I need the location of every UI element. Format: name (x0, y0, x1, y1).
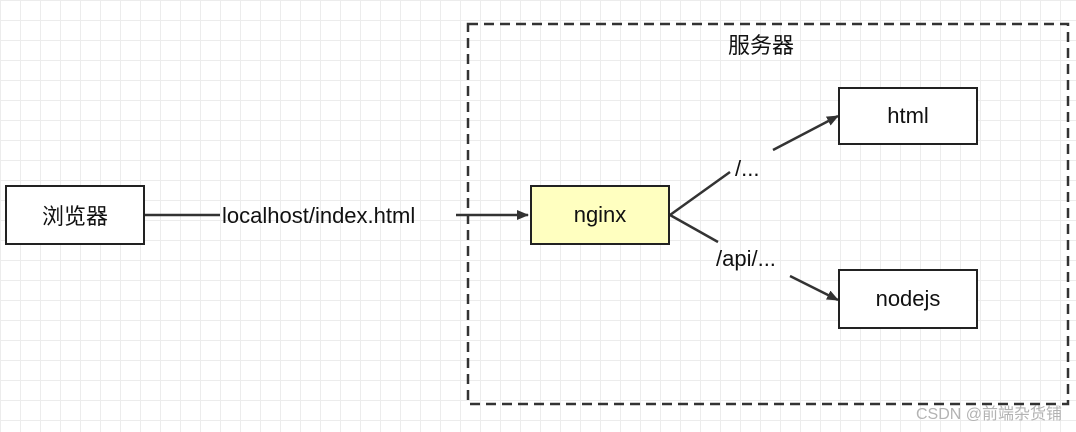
html-node-label: html (887, 103, 929, 128)
edge-nginx-nodejs-segment2 (789, 274, 839, 302)
edge-nginx-nodejs-segment1 (669, 213, 719, 244)
edge-label-browser-nginx: localhost/index.html (222, 203, 416, 228)
edge-nginx-html-segment2 (772, 114, 839, 152)
watermark-text: CSDN @前端杂货铺 (915, 406, 1062, 423)
nginx-node: nginx (530, 185, 670, 245)
nginx-node-label: nginx (573, 202, 627, 227)
edge-label-nginx-html: /... (735, 156, 760, 181)
browser-node: 浏览器 (5, 185, 145, 245)
nodejs-node: nodejs (838, 269, 978, 329)
nodejs-node-label: nodejs (875, 286, 941, 311)
edge-nginx-html-segment1 (669, 170, 731, 217)
html-node: html (838, 87, 978, 145)
edge-label-nginx-nodejs: /api/... (716, 246, 776, 271)
browser-node-label: 浏览器 (41, 204, 108, 229)
server-container-title: 服务器 (728, 33, 795, 58)
